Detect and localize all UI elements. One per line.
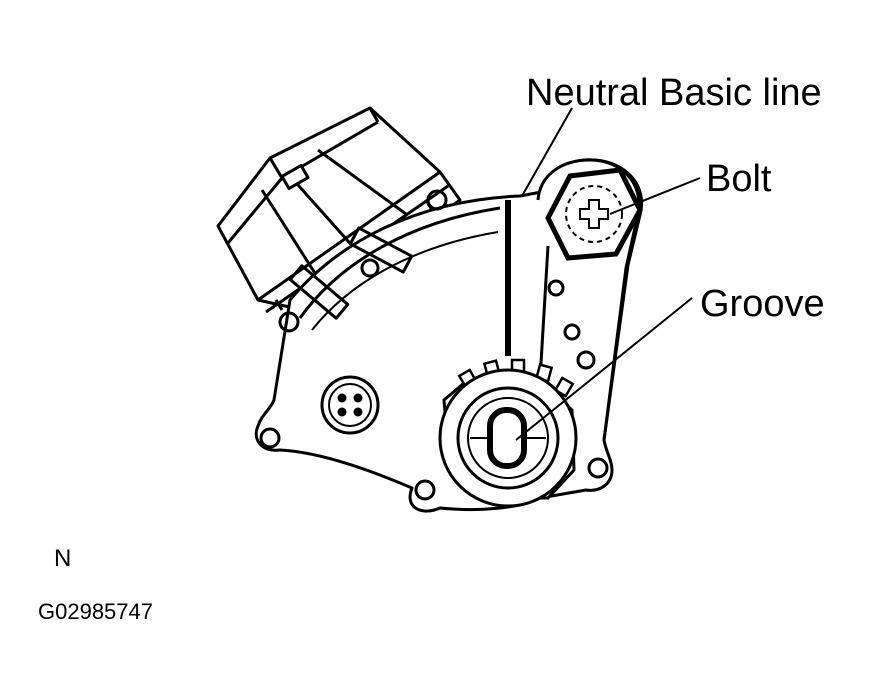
- phillips-cross-icon: [579, 199, 609, 229]
- groove-label: Groove: [700, 283, 825, 325]
- shaft-assembly: [438, 358, 578, 508]
- bolt-label: Bolt: [706, 158, 772, 200]
- position-label: N: [54, 545, 71, 572]
- figure-code: G02985747: [38, 599, 153, 624]
- bolt: [545, 167, 643, 261]
- connector-block: [216, 106, 462, 314]
- shaft-groove: [487, 407, 527, 469]
- leader-lines: [515, 107, 701, 441]
- neutral-basic-line-label: Neutral Basic line: [526, 72, 822, 114]
